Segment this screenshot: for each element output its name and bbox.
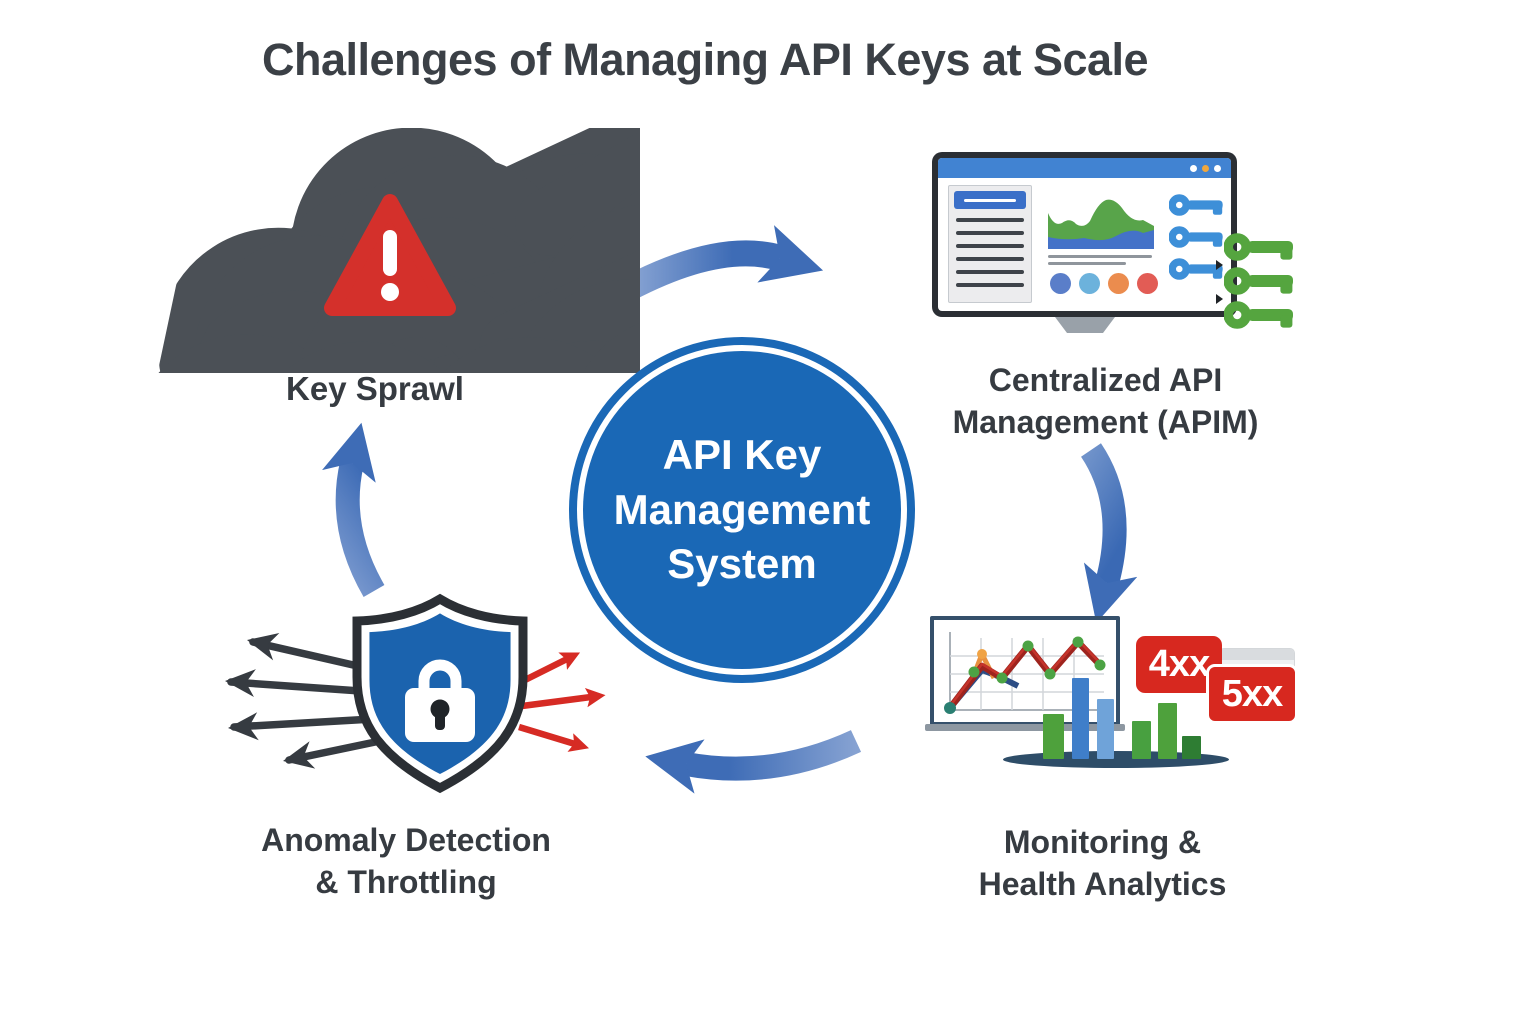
lock-icon xyxy=(405,659,475,742)
key-green-icon xyxy=(1224,300,1296,330)
key-pointer-icon xyxy=(1216,260,1223,270)
arrow-up-icon xyxy=(321,422,385,598)
key-green-icon xyxy=(1224,232,1296,262)
central-node-ring: API Key Management System xyxy=(569,337,915,683)
anomaly-label-line1: Anomaly Detection xyxy=(261,822,551,858)
key-sprawl-label: Key Sprawl xyxy=(286,370,464,407)
monitoring-label-line1: Monitoring & xyxy=(1003,824,1202,860)
key-blue-icon xyxy=(1169,193,1225,217)
central-node-line3: System xyxy=(667,540,817,588)
status-dots-icon xyxy=(1050,273,1158,294)
monitor-titlebar xyxy=(938,158,1231,178)
window-dots-icon xyxy=(1190,165,1221,172)
sidebar-header-bar xyxy=(954,191,1026,209)
apim-label-line1: Centralized API xyxy=(988,362,1223,398)
arrow-left-icon xyxy=(645,730,862,794)
bar-chart-icon xyxy=(1035,677,1205,759)
key-sprawl-illustration xyxy=(140,128,640,373)
badge-5xx: 5xx xyxy=(1206,664,1298,724)
apim-label-line2: Management (APIM) xyxy=(952,403,1259,440)
key-pointer-icon xyxy=(1216,294,1223,304)
central-node-line2: Management xyxy=(613,485,871,533)
central-node-line1: API Key xyxy=(662,431,822,479)
throttle-arrows-icon xyxy=(518,652,606,752)
key-blue-icon xyxy=(1169,225,1225,249)
monitor-dashboard xyxy=(1042,185,1225,307)
monitor-stand xyxy=(1055,317,1115,333)
monitor-screen xyxy=(938,158,1231,311)
monitoring-label-line2: Health Analytics xyxy=(978,865,1227,902)
anomaly-shield-illustration xyxy=(225,593,606,794)
arrow-right-icon xyxy=(615,225,824,304)
page-title: Challenges of Managing API Keys at Scale xyxy=(262,34,1149,85)
warning-triangle-icon xyxy=(324,194,456,316)
anomaly-label-line2: & Throttling xyxy=(315,863,497,900)
central-node: API Key Management System xyxy=(583,351,901,669)
line-chart-icon xyxy=(944,632,1106,714)
arrow-down-icon xyxy=(1080,443,1138,623)
area-chart-icon xyxy=(1048,199,1154,249)
attack-arrows-icon xyxy=(225,633,384,769)
chart-board-base xyxy=(925,724,1125,731)
key-green-icon xyxy=(1224,266,1296,296)
monitor-sidebar xyxy=(948,185,1032,303)
monitor-icon xyxy=(932,152,1237,317)
